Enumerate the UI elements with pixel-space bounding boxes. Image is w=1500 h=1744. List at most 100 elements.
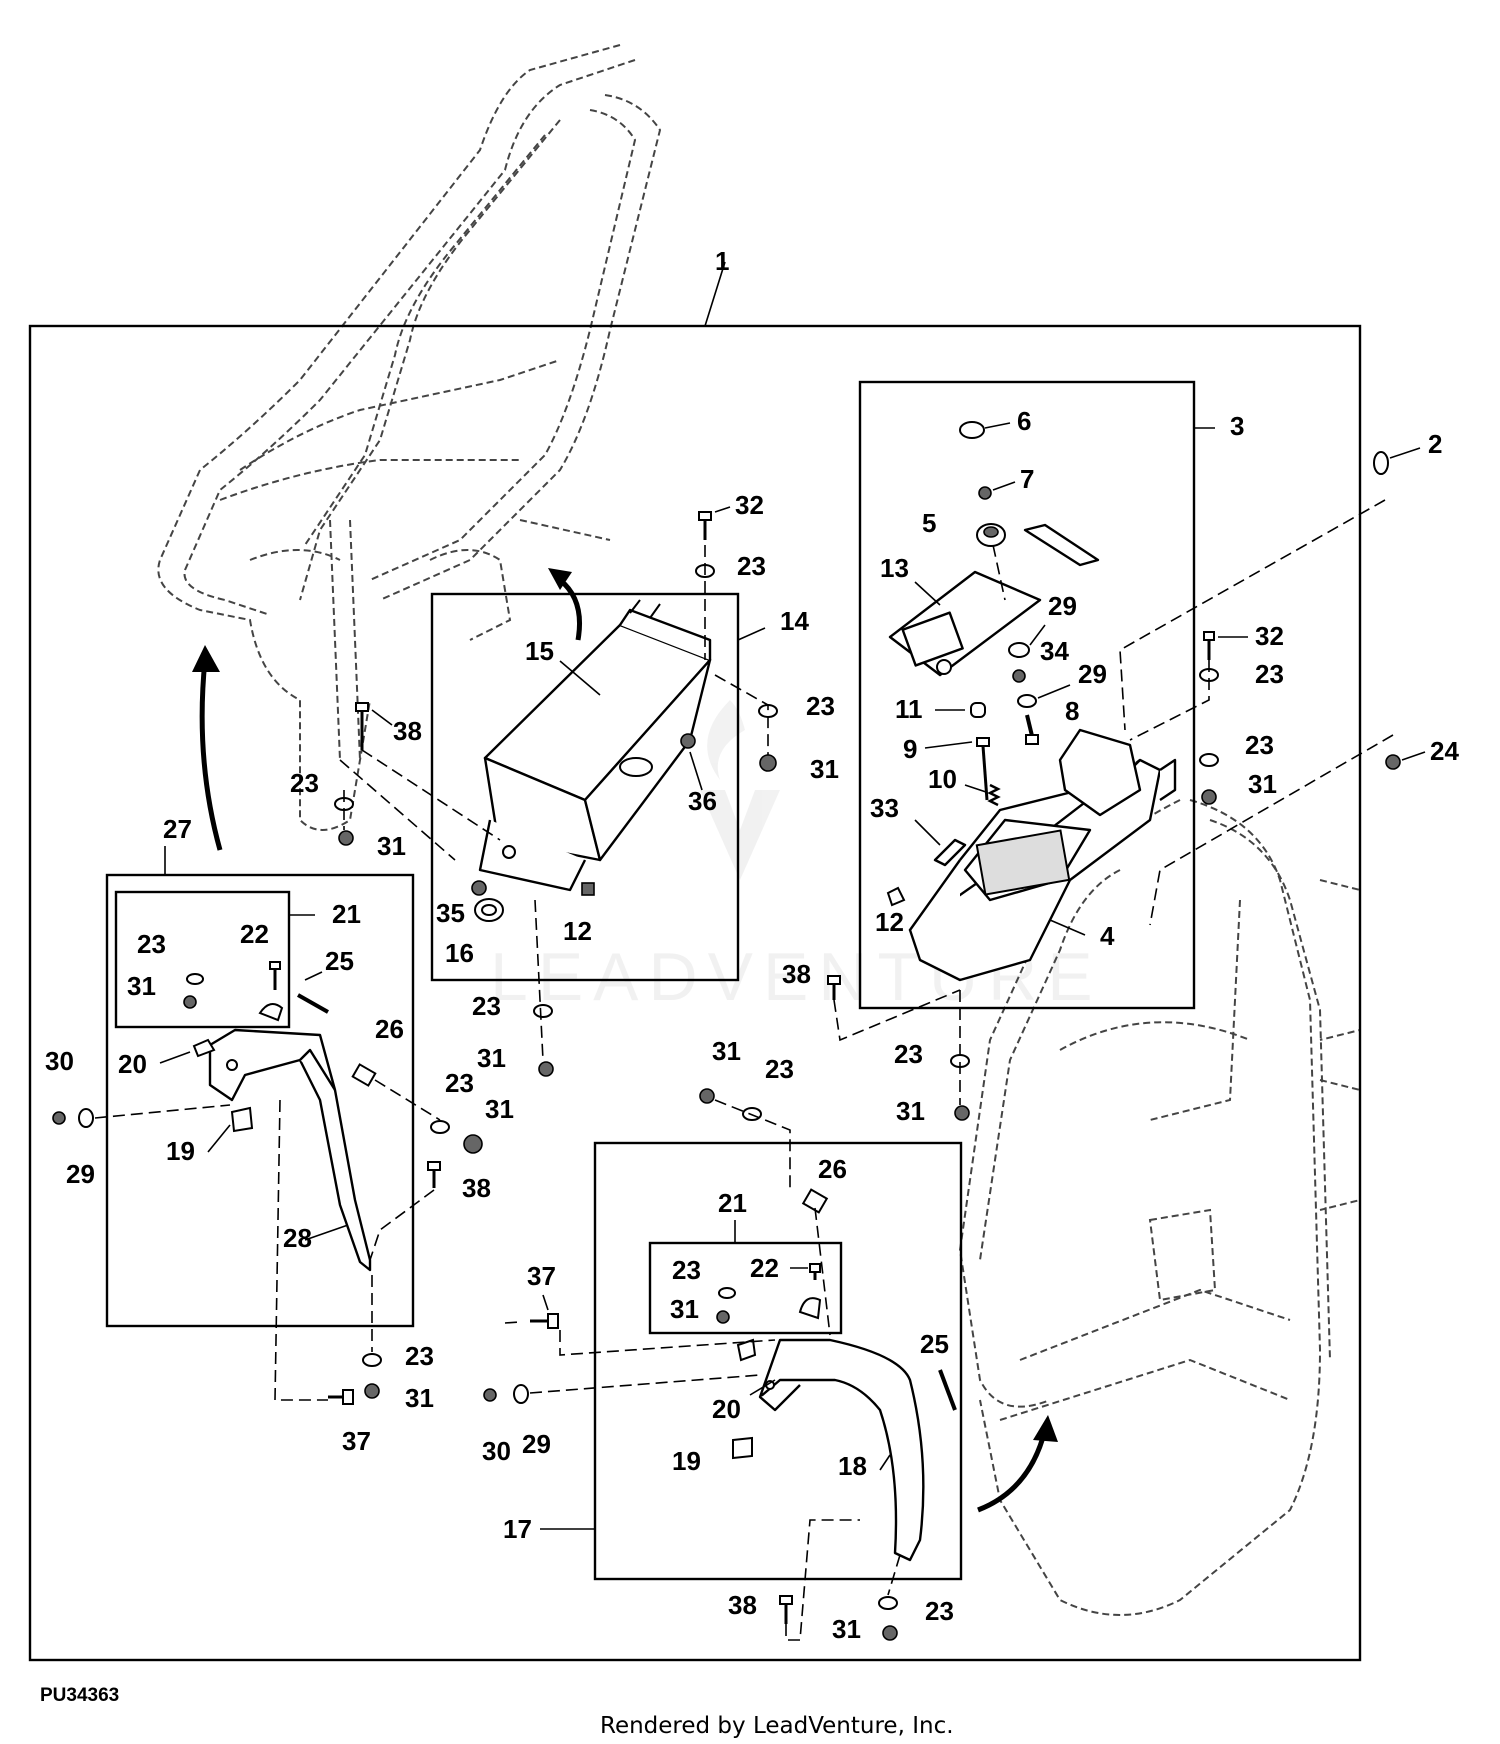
screw-22-right bbox=[809, 1263, 821, 1280]
callout-21-right: 21 bbox=[718, 1188, 747, 1218]
pin-2 bbox=[1373, 451, 1389, 475]
nut-31-left-bottom bbox=[364, 1383, 380, 1399]
callout-30-right: 30 bbox=[482, 1436, 511, 1466]
callout-33: 33 bbox=[870, 793, 899, 823]
callout-31-top-center: 31 bbox=[712, 1036, 741, 1066]
callout-31-frame21-right: 31 bbox=[670, 1294, 699, 1324]
cap-6 bbox=[959, 421, 985, 439]
callout-37-right: 37 bbox=[527, 1261, 556, 1291]
callout-24: 24 bbox=[1430, 736, 1459, 766]
callout-23-left-bottom: 23 bbox=[405, 1341, 434, 1371]
clip-12-right bbox=[886, 886, 906, 907]
callout-38-bottom: 38 bbox=[728, 1590, 757, 1620]
assembly-frame-17 bbox=[593, 1141, 963, 1581]
clip-12-left bbox=[581, 882, 595, 896]
callout-1: 1 bbox=[715, 246, 729, 276]
knob-5 bbox=[976, 523, 1006, 547]
pad-19-left bbox=[230, 1106, 254, 1133]
callout-6: 6 bbox=[1017, 406, 1031, 436]
callout-12-left: 12 bbox=[563, 916, 592, 946]
watermark-logo bbox=[700, 700, 780, 880]
callout-15: 15 bbox=[525, 636, 554, 666]
nut-31-frame21-left bbox=[183, 995, 197, 1009]
console-strip-upper bbox=[1023, 523, 1100, 567]
washer-23-left-mid bbox=[430, 1120, 450, 1134]
console-4 bbox=[908, 728, 1177, 982]
callout-4: 4 bbox=[1100, 921, 1115, 951]
washer-29-right-upper bbox=[1008, 642, 1030, 658]
direction-arrowhead-storage bbox=[548, 568, 572, 590]
callout-31-left-mid: 31 bbox=[485, 1094, 514, 1124]
callout-23-center-bottom: 23 bbox=[472, 991, 501, 1021]
direction-arrow-storage bbox=[558, 578, 583, 641]
bolt-38-right bbox=[827, 975, 841, 1000]
rendered-by-footer: Rendered by LeadVenture, Inc. bbox=[600, 1713, 954, 1739]
callout-11: 11 bbox=[895, 694, 923, 724]
nut-24 bbox=[1385, 754, 1401, 770]
callout-22-left: 22 bbox=[240, 919, 269, 949]
console-lid-13 bbox=[888, 570, 1042, 677]
callout-29-left: 29 bbox=[66, 1159, 95, 1189]
assembly-frame-21-right bbox=[648, 1241, 843, 1335]
callout-31-left-bottom: 31 bbox=[405, 1383, 434, 1413]
callout-31-right-mid: 31 bbox=[1248, 769, 1277, 799]
assembly-frame-3 bbox=[858, 380, 1196, 1010]
callout-23-right-bottom: 23 bbox=[894, 1039, 923, 1069]
bolt-38-left-mid bbox=[427, 1161, 441, 1188]
washer-23-bottom bbox=[878, 1596, 898, 1610]
bolt-32-right bbox=[1203, 631, 1215, 660]
callout-28: 28 bbox=[283, 1223, 312, 1253]
nut-31-right-bottom bbox=[954, 1105, 970, 1121]
washer-23-frame21-left bbox=[186, 973, 204, 985]
callout-23-right-mid: 23 bbox=[1245, 730, 1274, 760]
pad-20-right bbox=[736, 1338, 757, 1362]
direction-arrowhead-left bbox=[192, 645, 220, 672]
washer-29-right-lower bbox=[1017, 694, 1037, 708]
callout-38-upper-left: 38 bbox=[393, 716, 422, 746]
nut-31-center-right bbox=[759, 754, 777, 772]
washer-23-left-bottom bbox=[362, 1353, 382, 1367]
callout-22-right: 22 bbox=[750, 1253, 779, 1283]
callout-23-center-right: 23 bbox=[806, 691, 835, 721]
nut-7 bbox=[978, 486, 992, 500]
callout-2: 2 bbox=[1428, 429, 1442, 459]
nut-36 bbox=[680, 733, 696, 749]
callout-26-right: 26 bbox=[818, 1154, 847, 1184]
nut-31-center-bottom bbox=[538, 1061, 554, 1077]
fender-18 bbox=[758, 1338, 925, 1562]
callout-21-left: 21 bbox=[332, 899, 361, 929]
callout-31-right-bottom: 31 bbox=[896, 1096, 925, 1126]
callout-30-left: 30 bbox=[45, 1046, 74, 1076]
callout-7: 7 bbox=[1020, 464, 1034, 494]
callout-9: 9 bbox=[903, 734, 917, 764]
fender-28 bbox=[208, 1028, 372, 1272]
callout-12-right: 12 bbox=[875, 907, 904, 937]
assembly-frame-27 bbox=[105, 873, 415, 1328]
nut-35 bbox=[471, 880, 487, 896]
spring-10 bbox=[987, 783, 1001, 807]
screw-9 bbox=[976, 737, 990, 801]
bolt-37-left bbox=[328, 1389, 354, 1405]
washer-23-center-bottom bbox=[533, 1004, 553, 1018]
callout-23-top-center: 23 bbox=[765, 1054, 794, 1084]
callout-20-left: 20 bbox=[118, 1049, 147, 1079]
direction-arrow-right bbox=[977, 1429, 1048, 1513]
callout-35: 35 bbox=[436, 898, 465, 928]
pin-25-right bbox=[938, 1369, 957, 1411]
callout-27: 27 bbox=[163, 814, 192, 844]
washer-23-right-mid bbox=[1199, 753, 1219, 767]
callout-3: 3 bbox=[1230, 411, 1244, 441]
callout-19-right: 19 bbox=[672, 1446, 701, 1476]
callout-23-left-mid: 23 bbox=[445, 1068, 474, 1098]
washer-23-frame21-right bbox=[718, 1287, 736, 1299]
assembly-frame-1 bbox=[28, 324, 1362, 1662]
nut-31-right-mid bbox=[1201, 789, 1217, 805]
callout-26-left: 26 bbox=[375, 1014, 404, 1044]
nut-34 bbox=[1012, 669, 1026, 683]
strip-33 bbox=[933, 838, 967, 867]
callout-29-lower-center: 29 bbox=[522, 1429, 551, 1459]
screw-22-left bbox=[269, 961, 281, 990]
callout-20-right: 20 bbox=[712, 1394, 741, 1424]
callout-31-frame21-left: 31 bbox=[127, 971, 156, 1001]
nut-31-bottom bbox=[882, 1625, 898, 1641]
